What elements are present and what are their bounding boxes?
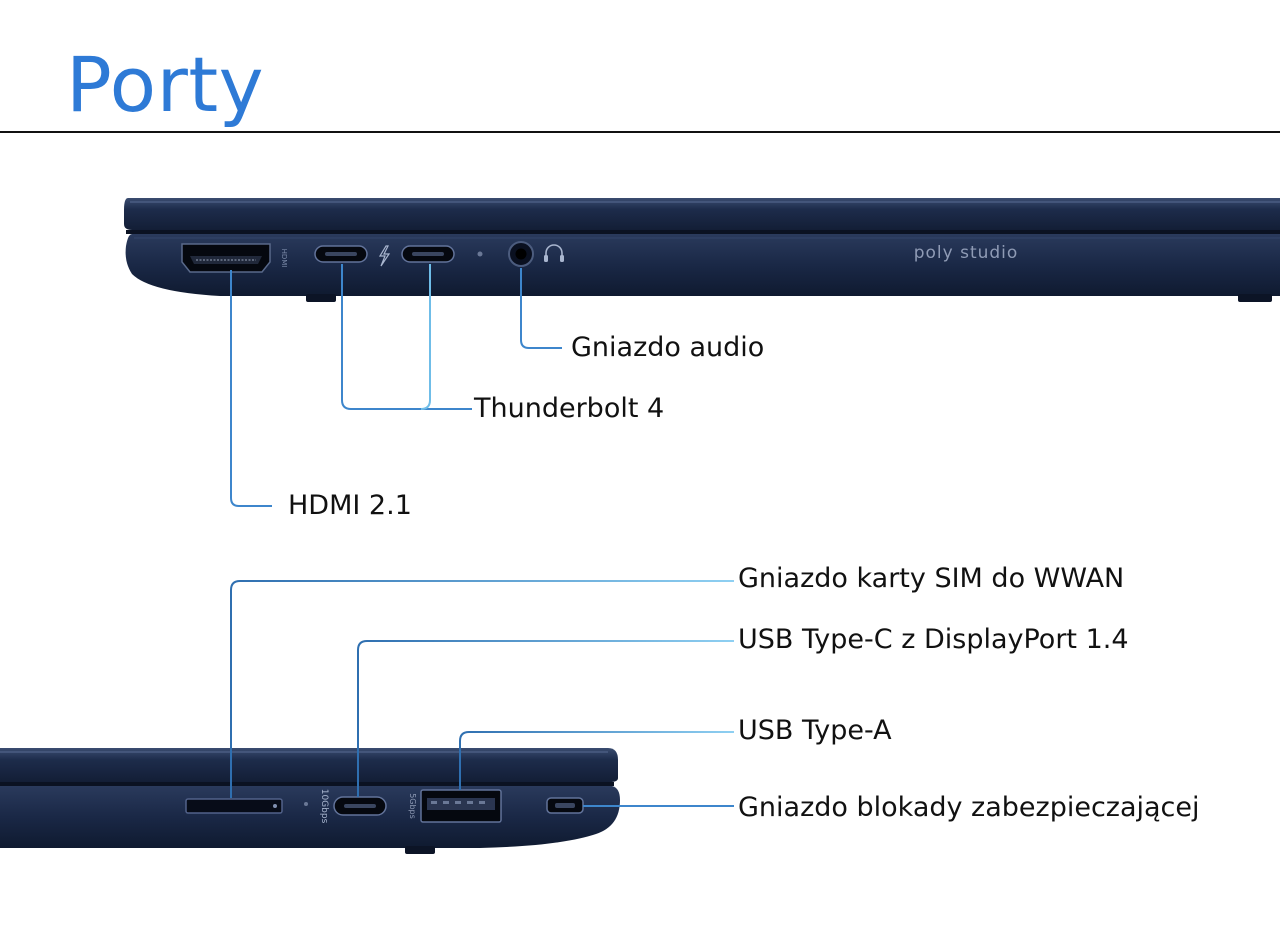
usbc-speed-marking: 10Gbps <box>319 789 329 824</box>
laptop-foot <box>405 846 435 854</box>
speaker-branding: poly studio <box>914 243 1019 263</box>
laptop-left-side: HDMI poly studio <box>124 198 1280 302</box>
laptop-base <box>125 234 1280 296</box>
laptop-right-side: 10Gbps 5Gbps <box>0 748 620 854</box>
hdmi-marking: HDMI <box>280 249 288 268</box>
usba-leader-line <box>459 731 734 790</box>
laptop-foot <box>1238 294 1272 302</box>
label-usb-c: USB Type-C z DisplayPort 1.4 <box>738 624 1129 655</box>
usb-a-port <box>420 789 502 823</box>
status-led <box>477 251 483 257</box>
audio-leader-line <box>520 268 562 349</box>
thunderbolt-icon <box>378 245 391 267</box>
thunderbolt-leader-line <box>341 264 472 410</box>
usb-c-port <box>333 796 387 816</box>
title-divider <box>0 131 1280 133</box>
label-audio-jack: Gniazdo audio <box>571 332 765 363</box>
laptop-foot <box>306 294 336 302</box>
sim-slot <box>185 798 283 814</box>
sim-leader-line <box>230 580 734 798</box>
label-hdmi: HDMI 2.1 <box>288 490 412 521</box>
hdmi-leader-line <box>230 270 272 507</box>
audio-jack <box>508 241 534 267</box>
leader-lines-bottom <box>230 580 734 807</box>
laptop-base <box>0 786 620 848</box>
page-title: Porty <box>66 40 265 129</box>
thunderbolt-leader-line-2 <box>420 264 431 410</box>
hdmi-port <box>181 243 271 273</box>
headset-icon <box>544 244 564 262</box>
usbc-leader-line <box>357 640 734 797</box>
thunderbolt-port-1 <box>314 245 368 263</box>
laptop-lid <box>0 748 618 782</box>
label-thunderbolt: Thunderbolt 4 <box>474 393 665 424</box>
usba-speed-marking: 5Gbps <box>408 793 417 819</box>
label-usb-a: USB Type-A <box>738 715 892 746</box>
label-security-lock: Gniazdo blokady zabezpieczającej <box>738 792 1200 823</box>
thunderbolt-port-2 <box>401 245 455 263</box>
leader-lines-top <box>230 264 562 507</box>
laptop-lid <box>124 198 1280 230</box>
label-sim-slot: Gniazdo karty SIM do WWAN <box>738 563 1125 594</box>
